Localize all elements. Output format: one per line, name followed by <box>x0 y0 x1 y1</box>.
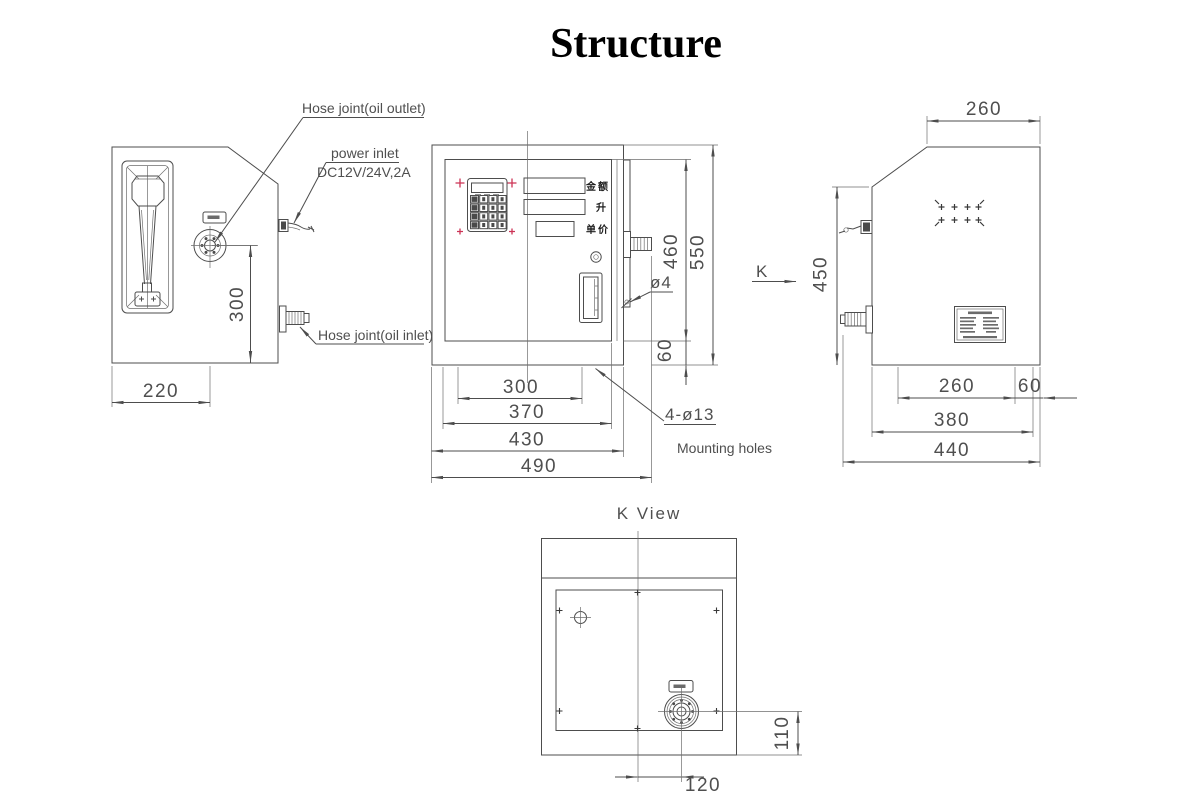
door-panel <box>444 159 612 342</box>
dim-110: 110 <box>736 711 802 756</box>
callout-hole-dia: ø4 <box>629 273 673 303</box>
dim-260: 260 <box>897 376 1016 400</box>
volume-display <box>523 199 586 215</box>
cabinet-outline <box>871 146 1041 366</box>
oil-outlet-flange <box>191 226 258 268</box>
dim-label-220: 220 <box>143 381 179 402</box>
outlet-flange-top <box>658 688 802 782</box>
hose-joint <box>840 305 873 334</box>
locating-hole <box>570 607 591 628</box>
label-amount: 金额 <box>585 180 610 193</box>
k-view: K View <box>541 504 802 796</box>
dim-door-height: 460 <box>612 159 691 342</box>
note-4xd13: 4-ø13 <box>665 405 714 424</box>
mounting-holes-note: 4-ø13 Mounting holes <box>595 368 772 456</box>
right-side-view: 260 450 K <box>752 99 1077 467</box>
keypad-display <box>471 182 504 193</box>
dim-430: 430 <box>431 430 624 453</box>
unit-price-display <box>535 221 575 237</box>
plate-marks <box>556 589 720 732</box>
dim-top-260: 260 <box>926 99 1041 144</box>
dim-370: 370 <box>442 402 612 426</box>
nozzle-switch-slot <box>579 272 603 323</box>
base-plate <box>555 589 723 731</box>
power-inlet-connector <box>278 219 315 233</box>
dim-120: 120 <box>615 775 721 796</box>
leader-power-inlet: power inlet DC12V/24V,2A <box>293 145 411 224</box>
fuel-nozzle <box>131 166 165 308</box>
lock-emblem <box>590 251 602 263</box>
page-title: Structure <box>550 21 722 67</box>
dim-nozzle-offset: 220 <box>111 366 211 407</box>
dim-label-380: 380 <box>934 410 970 431</box>
display-windows: 金额 升 单价 <box>523 177 610 237</box>
note-mounting-holes: Mounting holes <box>677 440 772 456</box>
hose-joint-side <box>623 231 652 258</box>
dim-total-height: 550 <box>623 144 718 366</box>
left-side-view: 300 220 Hose joint(oil outlet) power inl… <box>111 100 433 407</box>
label-hose-outlet: Hose joint(oil outlet) <box>302 100 426 116</box>
label-power-spec: DC12V/24V,2A <box>317 164 411 180</box>
label-k: K <box>756 262 768 281</box>
dim-label-60: 60 <box>1018 376 1042 397</box>
keypad-keys <box>470 195 507 230</box>
dim-bottom-extensions <box>842 335 1041 467</box>
leader-hose-inlet: Hose joint(oil inlet) <box>299 326 433 345</box>
dim-inlet-height: 300 <box>212 245 257 363</box>
dim-label-hole: ø4 <box>650 273 672 292</box>
label-unit-price: 单价 <box>586 223 610 236</box>
dim-label-300: 300 <box>503 377 539 398</box>
calibration-marks <box>455 178 517 235</box>
dim-label-260: 260 <box>939 376 975 397</box>
dim-label-60: 60 <box>655 338 676 362</box>
vent-marks <box>934 199 985 227</box>
dim-label-490: 490 <box>521 456 557 477</box>
cabinet-outline <box>111 146 279 364</box>
dim-label-460: 460 <box>661 233 682 269</box>
keypad <box>455 178 517 235</box>
dim-380: 380 <box>871 410 1034 434</box>
dim-300: 300 <box>457 377 583 401</box>
dim-label-550: 550 <box>688 234 709 270</box>
nozzle-recess <box>121 160 174 314</box>
info-plate <box>202 211 227 224</box>
dim-label-370: 370 <box>509 402 545 423</box>
label-hose-inlet: Hose joint(oil inlet) <box>318 327 433 343</box>
dim-bottom-extensions <box>431 256 652 483</box>
dim-label-110: 110 <box>772 716 793 751</box>
dim-label-430: 430 <box>509 430 545 451</box>
front-view: 金额 升 单价 460 550 <box>431 131 772 483</box>
dim-440: 440 <box>842 440 1041 464</box>
info-plate <box>668 680 694 693</box>
dim-490: 490 <box>431 456 652 480</box>
leader-hose-outlet: Hose joint(oil outlet) <box>214 100 426 243</box>
dim-label-260-top: 260 <box>966 99 1002 120</box>
hose-joint-inlet <box>279 305 310 333</box>
section-marker-k: K <box>752 262 797 284</box>
dim-label-440: 440 <box>934 440 970 461</box>
label-power-inlet: power inlet <box>331 145 399 161</box>
dim-base-height: 60 <box>655 338 688 385</box>
label-volume: 升 <box>596 201 608 214</box>
k-view-title: K View <box>617 504 682 523</box>
dim-label-120: 120 <box>685 775 721 796</box>
dim-60: 60 <box>1015 376 1077 400</box>
nameplate <box>954 306 1006 343</box>
dim-450: 450 <box>811 186 869 366</box>
dim-label-300: 300 <box>227 286 248 322</box>
amount-display <box>523 177 586 194</box>
dim-label-450: 450 <box>811 256 832 292</box>
power-inlet-connector <box>838 220 873 234</box>
cabinet-outline-top <box>541 538 737 756</box>
